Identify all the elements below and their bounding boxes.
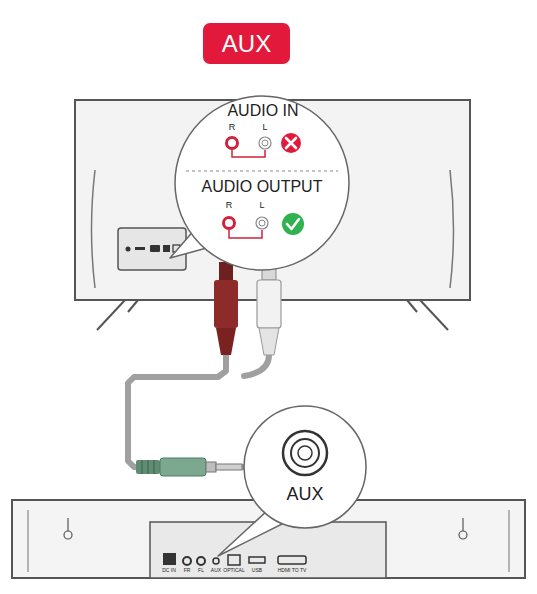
aux-port-callout: AUX: [243, 405, 367, 529]
port-label: AUX: [286, 485, 323, 503]
port-name: OPTICAL: [223, 568, 244, 573]
port-label: AUDIO IN: [227, 103, 298, 119]
port-name: FR: [184, 568, 191, 573]
port-name: DC IN: [162, 568, 176, 573]
callout-circle: [243, 405, 367, 529]
port-name: USB: [252, 568, 262, 573]
aux-plug: [136, 458, 242, 476]
port-label: AUX: [222, 32, 271, 56]
port-label: AUDIO OUTPUT: [202, 179, 323, 195]
port-name: HDMI TO TV: [278, 568, 307, 573]
channel-label: L: [259, 201, 264, 210]
channel-label: L: [262, 123, 267, 132]
port-name: FL: [198, 568, 204, 573]
tv-port-callout: AUDIO IN R L AUDIO OUTPUT R L: [174, 95, 350, 271]
channel-label: R: [226, 201, 233, 210]
source-badge: AUX: [203, 23, 290, 64]
channel-label: R: [229, 123, 236, 132]
port-name: AUX: [211, 568, 221, 573]
rca-plugs: [214, 262, 281, 376]
